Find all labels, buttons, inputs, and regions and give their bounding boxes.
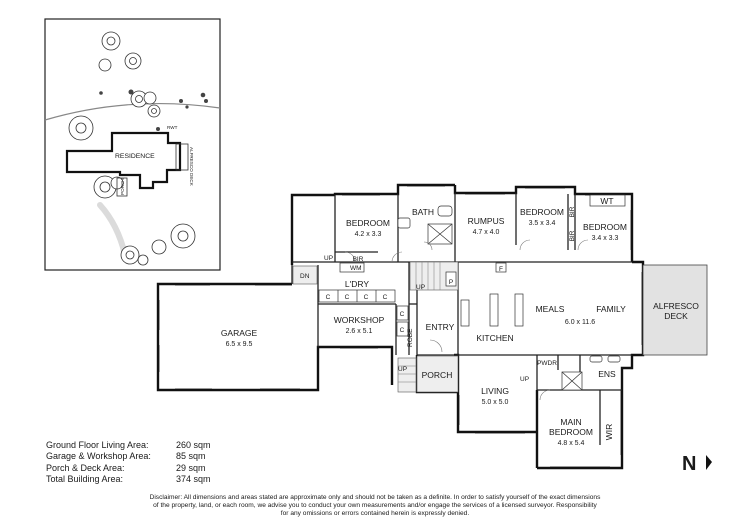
site-deck-label: ALFRESCO DECK	[189, 147, 194, 187]
cupboard-label-1: C	[326, 294, 331, 301]
area-summary: Ground Floor Living Area: 260 sqm Garage…	[46, 440, 211, 485]
disclaimer: Disclaimer: All dimensions and areas sta…	[120, 494, 630, 519]
disclaimer-line-1: Disclaimer: All dimensions and areas sta…	[149, 494, 601, 501]
ensuite-label: ENS	[598, 369, 616, 379]
door-swings	[344, 239, 589, 401]
wm-label: WM	[350, 265, 362, 272]
main-bedroom-dims: 4.8 x 5.4	[558, 440, 585, 447]
powder-room-label: PWDR	[537, 360, 557, 367]
meals-label: MEALS	[536, 304, 565, 314]
north-arrow: N	[682, 453, 712, 475]
area-row: Porch & Deck Area: 29 sqm	[46, 463, 211, 474]
area-label: Total Building Area:	[46, 473, 124, 484]
porch-label: PORCH	[422, 370, 453, 380]
bedroom2-label: BEDROOM	[520, 207, 564, 217]
rumpus-label: RUMPUS	[468, 216, 505, 226]
cupboard-label-5: C	[400, 311, 405, 318]
area-label: Porch & Deck Area:	[46, 462, 125, 473]
cupboard-label-6: C	[400, 327, 405, 334]
bedroom1-label: BEDROOM	[346, 218, 390, 228]
water-tank-label: WT	[600, 196, 613, 206]
laundry-label: L'DRY	[345, 279, 369, 289]
north-arrow-icon	[706, 455, 712, 470]
main-bedroom-label-line2: BEDROOM	[549, 427, 593, 437]
fridge-label: F	[499, 266, 503, 273]
kitchen-label: KITCHEN	[476, 333, 513, 343]
bedroom2-dims: 3.5 x 3.4	[529, 220, 556, 227]
site-plan-inset: RESIDENCE PORCH RWT ALFRESCO DECK	[44, 18, 221, 271]
bath-label: BATH	[412, 207, 434, 217]
area-value: 85 sqm	[176, 451, 206, 462]
disclaimer-line-3: for any omissions or errors contained he…	[280, 510, 470, 518]
area-value: 260 sqm	[176, 440, 211, 450]
up-label-1: UP	[324, 255, 333, 262]
area-row: Ground Floor Living Area: 260 sqm	[46, 440, 211, 451]
dn-label: DN	[300, 273, 310, 280]
workshop-label: WORKSHOP	[334, 315, 385, 325]
alfresco-label-line1: ALFRESCO	[653, 301, 699, 311]
site-rwt-label: RWT	[167, 125, 178, 130]
bir-label-3: BIR	[353, 256, 364, 263]
cupboard-label-3: C	[364, 294, 369, 301]
alfresco-deck	[642, 264, 708, 356]
entry-label: ENTRY	[426, 322, 455, 332]
workshop-dims: 2.6 x 5.1	[346, 328, 373, 335]
disclaimer-line-2: of the property, land, or each room, we …	[153, 502, 597, 510]
north-letter: N	[682, 453, 696, 475]
garage-label: GARAGE	[221, 328, 258, 338]
rumpus-dims: 4.7 x 4.0	[473, 229, 500, 236]
up-label-4: UP	[520, 376, 529, 383]
area-label: Garage & Workshop Area:	[46, 451, 151, 462]
window-markers	[159, 186, 642, 467]
area-value: 374 sqm	[176, 473, 211, 484]
living-label: LIVING	[481, 386, 509, 396]
site-porch-label: PORCH	[120, 178, 125, 195]
bedroom1-dims: 4.2 x 3.3	[355, 231, 382, 238]
pantry-label: P	[449, 279, 453, 286]
cupboard-label-2: C	[345, 294, 350, 301]
up-label-3: UP	[398, 366, 407, 373]
area-row: Garage & Workshop Area: 85 sqm	[46, 451, 211, 462]
cupboard-label-4: C	[383, 294, 388, 301]
stair-treads	[398, 262, 441, 383]
family-label: FAMILY	[596, 304, 626, 314]
bedroom3-label: BEDROOM	[583, 222, 627, 232]
bir-label-2: BIR	[569, 230, 576, 241]
bedroom3-dims: 3.4 x 3.3	[592, 235, 619, 242]
main-bedroom-label-line1: MAIN	[560, 417, 581, 427]
living-dims: 5.0 x 5.0	[482, 399, 509, 406]
site-residence-label: RESIDENCE	[115, 153, 155, 160]
alfresco-label-line2: DECK	[664, 311, 688, 321]
area-value: 29 sqm	[176, 462, 206, 473]
robe-label: ROBE	[407, 328, 414, 347]
up-label-2: UP	[416, 284, 425, 291]
area-row: Total Building Area: 374 sqm	[46, 474, 211, 485]
bir-label-1: BIR	[569, 206, 576, 217]
fixtures	[318, 194, 626, 391]
meals-family-dims: 6.0 x 11.6	[565, 319, 595, 326]
wir-label: WIR	[604, 424, 614, 441]
garage-dims: 6.5 x 9.5	[226, 341, 253, 348]
area-label: Ground Floor Living Area:	[46, 440, 149, 450]
